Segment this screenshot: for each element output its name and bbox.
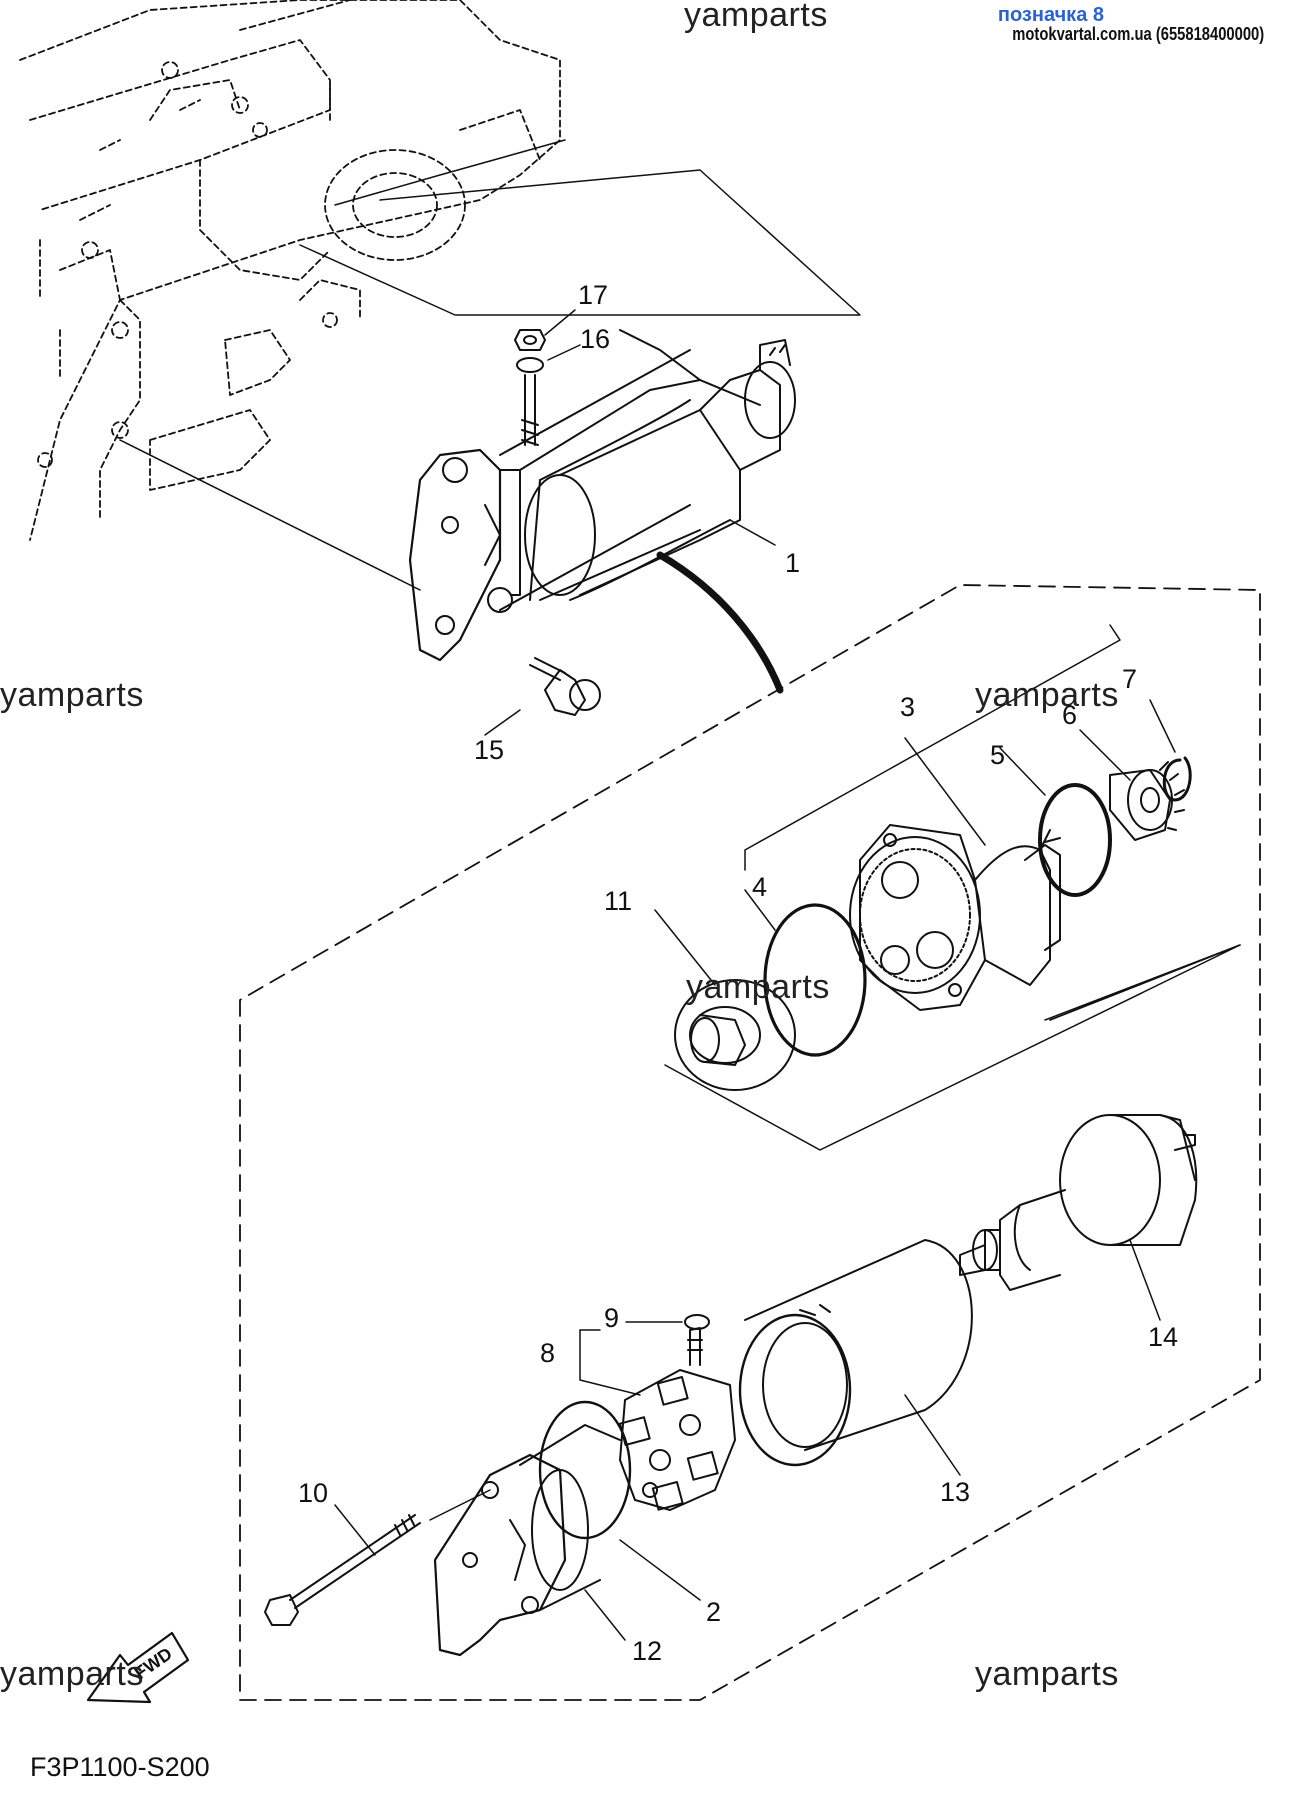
leader-15 [484, 709, 521, 736]
leader-13 [904, 1394, 961, 1476]
through-bolt-10 [264, 1514, 421, 1626]
end-cover-12 [433, 1424, 621, 1657]
starter-motor-assembly [408, 329, 796, 662]
watermark-bottom-left: yamparts [0, 1655, 144, 1693]
leader-5 [999, 747, 1046, 796]
leader-4 [744, 889, 776, 931]
callout-13: 13 [940, 1477, 971, 1507]
starter-cable [656, 551, 784, 694]
gear-housing-3 [849, 824, 1061, 1011]
o-ring-4 [763, 903, 867, 1057]
leader-2 [619, 1539, 701, 1601]
leader-7 [1149, 699, 1176, 753]
leader-3 [904, 737, 986, 846]
site-label: motokvartal.com.ua (655818400000) [1012, 24, 1264, 44]
leader-block-frame [299, 169, 861, 316]
watermark-center-right: yamparts [975, 676, 1119, 714]
leader-block-top [334, 139, 566, 206]
leader-16 [547, 344, 581, 361]
watermark-top: yamparts [684, 0, 828, 34]
callout-9: 9 [604, 1303, 620, 1333]
callout-6: 6 [1062, 700, 1078, 730]
callout-16: 16 [580, 324, 611, 354]
leader-8 [579, 1329, 641, 1396]
leader-12 [584, 1589, 626, 1641]
callout-4: 4 [752, 872, 768, 902]
callout-7: 7 [1122, 664, 1138, 694]
callout-12: 12 [632, 1636, 663, 1666]
callout-2: 2 [706, 1597, 722, 1627]
engine-block [19, 0, 561, 541]
callout-5: 5 [990, 740, 1006, 770]
watermark-bottom-right: yamparts [975, 1655, 1119, 1693]
gear-6 [1109, 761, 1185, 841]
stud-washer-nut [514, 329, 546, 446]
callout-17: 17 [578, 280, 609, 310]
circlip-7 [1162, 756, 1192, 802]
leader-10 [334, 1504, 376, 1556]
callout-10: 10 [298, 1478, 329, 1508]
bolt-15 [529, 657, 601, 716]
callout-8: 8 [540, 1338, 556, 1368]
leader-frame-3 [744, 624, 1121, 871]
watermark-center: yamparts [686, 968, 830, 1006]
brush-holder-8 [618, 1327, 736, 1511]
leader-block-bottom [119, 439, 421, 591]
callout-1: 1 [785, 548, 801, 578]
washer-plate-11 [674, 979, 796, 1091]
exploded-view-boundary [239, 584, 1261, 1701]
callout-3: 3 [900, 692, 916, 722]
callout-15: 15 [474, 735, 505, 765]
callout-14: 14 [1148, 1322, 1179, 1352]
yoke-13 [738, 1239, 973, 1467]
leader-17 [544, 309, 576, 336]
o-ring-9 [684, 1314, 710, 1330]
o-ring-5 [1038, 783, 1112, 897]
armature-14 [959, 1114, 1198, 1291]
leader-14 [1129, 1239, 1161, 1321]
leader-6 [1079, 729, 1131, 781]
leader-1 [729, 519, 776, 546]
watermark-left-mid: yamparts [0, 676, 144, 714]
o-ring-2 [538, 1400, 632, 1540]
diagram-code: F3P1100-S200 [30, 1752, 210, 1782]
callout-11: 11 [604, 886, 633, 916]
leader-11 [654, 909, 716, 986]
mark-label: позначка 8 [997, 4, 1104, 26]
